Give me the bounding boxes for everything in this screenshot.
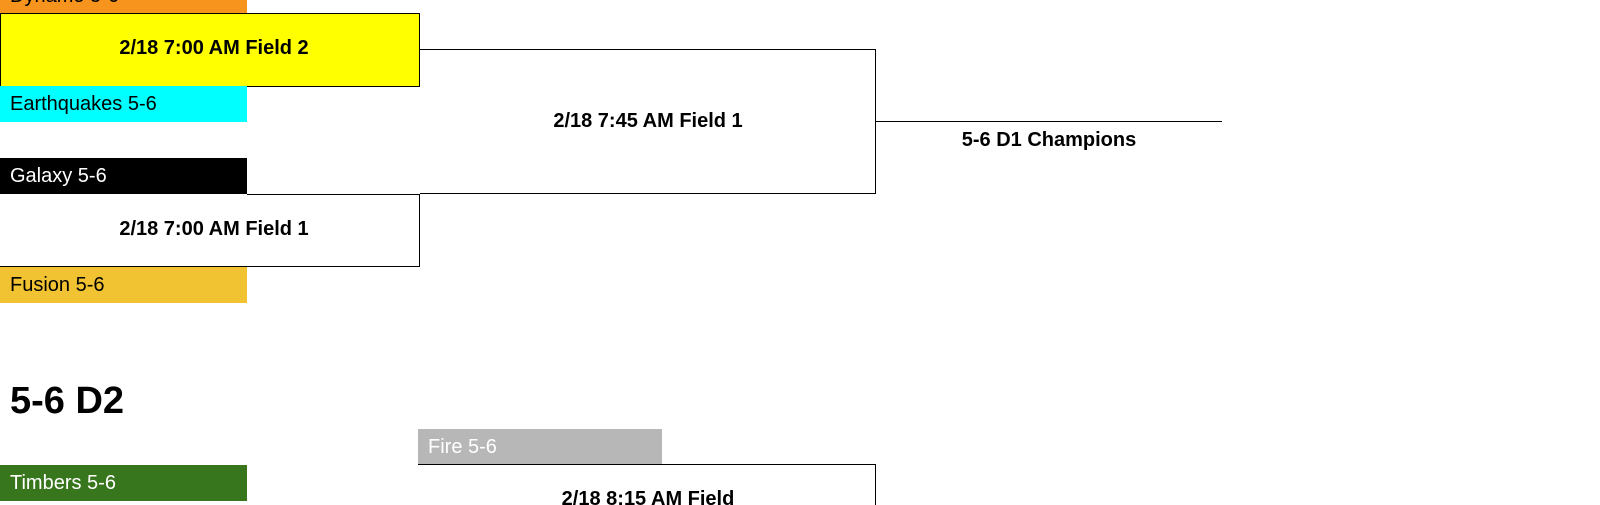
game-label-d2-partial: 2/18 8:15 AM Field <box>561 488 735 505</box>
connector-final-right <box>875 49 876 194</box>
team-dynamo: Dynamo 5-6 <box>0 0 247 14</box>
section-title-d2: 5-6 D2 <box>10 380 125 422</box>
connector-d2-top <box>418 464 876 465</box>
game-label-final: 2/18 7:45 AM Field 1 <box>553 110 743 132</box>
team-fire: Fire 5-6 <box>418 429 662 465</box>
connector-final-bottom <box>420 193 876 194</box>
connector-semi-bottom-bottom <box>0 266 420 267</box>
game-label-semi-top: 2/18 7:00 AM Field 2 <box>119 37 309 59</box>
connector-final-top <box>420 49 876 50</box>
connector-champion <box>876 121 1222 122</box>
team-earthquakes: Earthquakes 5-6 <box>0 86 247 122</box>
game-box-semi-top <box>0 13 420 87</box>
team-galaxy: Galaxy 5-6 <box>0 158 247 194</box>
game-label-semi-bottom: 2/18 7:00 AM Field 1 <box>119 218 309 240</box>
connector-semi-bottom-top <box>247 194 420 195</box>
connector-semi-bottom-right <box>419 194 420 266</box>
champion-label: 5-6 D1 Champions <box>961 129 1137 151</box>
connector-d2-right <box>875 464 876 505</box>
team-fusion: Fusion 5-6 <box>0 267 247 303</box>
team-timbers: Timbers 5-6 <box>0 465 247 501</box>
